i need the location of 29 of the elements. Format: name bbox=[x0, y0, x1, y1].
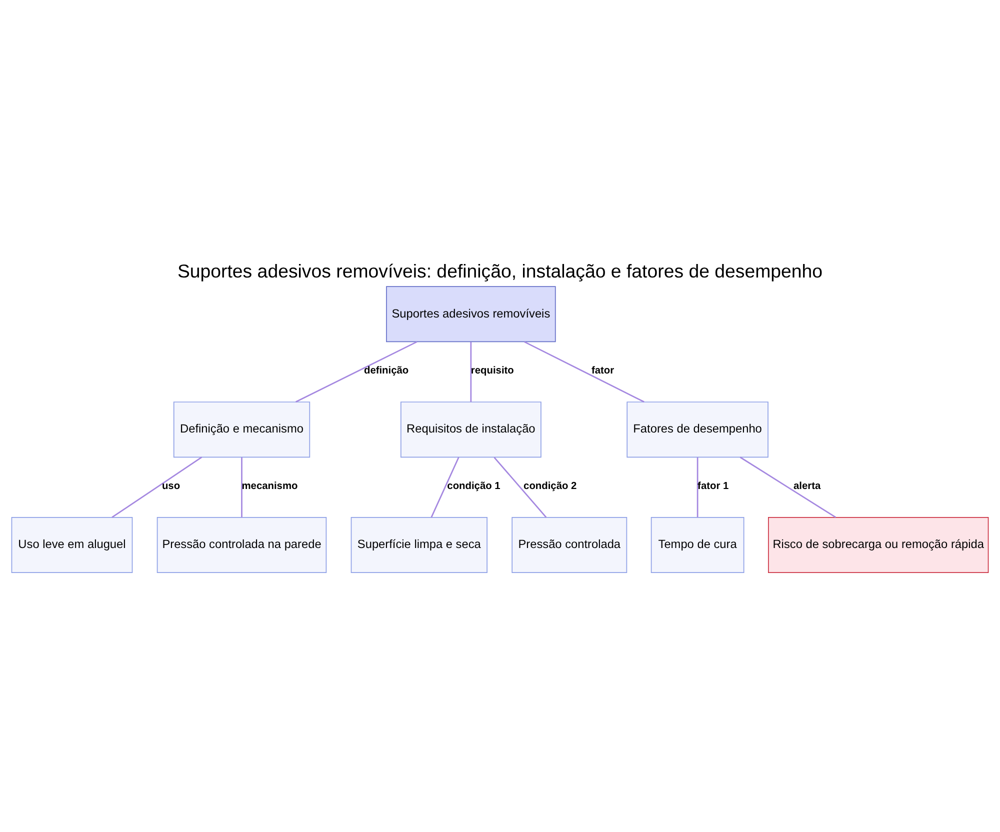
edge-label: alerta bbox=[793, 481, 821, 492]
connector bbox=[112, 456, 202, 518]
connector bbox=[494, 456, 547, 518]
edge-label: fator 1 bbox=[698, 481, 729, 492]
node-box: Pressão controlada na parede bbox=[156, 517, 327, 574]
node-box: Uso leve em aluguel bbox=[11, 517, 133, 574]
node-box: Superfície limpa e seca bbox=[350, 517, 488, 574]
node-box: Fatores de desempenho bbox=[626, 402, 768, 458]
connector bbox=[524, 341, 644, 402]
edge-label: condição 1 bbox=[447, 481, 500, 492]
node-box: Requisitos de instalação bbox=[400, 402, 542, 458]
connector bbox=[696, 457, 698, 518]
connector bbox=[740, 456, 836, 518]
edge-label: mecanismo bbox=[242, 481, 298, 492]
edge-label: definição bbox=[364, 366, 409, 377]
connector bbox=[470, 342, 472, 402]
edge-label: uso bbox=[162, 481, 180, 492]
connector bbox=[296, 341, 418, 402]
edge-label: requisito bbox=[470, 366, 514, 377]
diagram-title: Suportes adesivos removíveis: definição, instalação e fatores de desempenho bbox=[177, 260, 823, 282]
connector bbox=[430, 457, 460, 518]
node-box: Tempo de cura bbox=[650, 517, 744, 574]
node-box: Definição e mecanismo bbox=[173, 402, 310, 458]
edge-label: condição 2 bbox=[524, 481, 577, 492]
node-box: Risco de sobrecarga ou remoção rápida bbox=[768, 517, 989, 574]
edge-label: fator bbox=[591, 366, 614, 377]
node-box: Pressão controlada bbox=[512, 517, 628, 574]
connector bbox=[241, 457, 242, 518]
node-box: Suportes adesivos removíveis bbox=[386, 286, 556, 342]
